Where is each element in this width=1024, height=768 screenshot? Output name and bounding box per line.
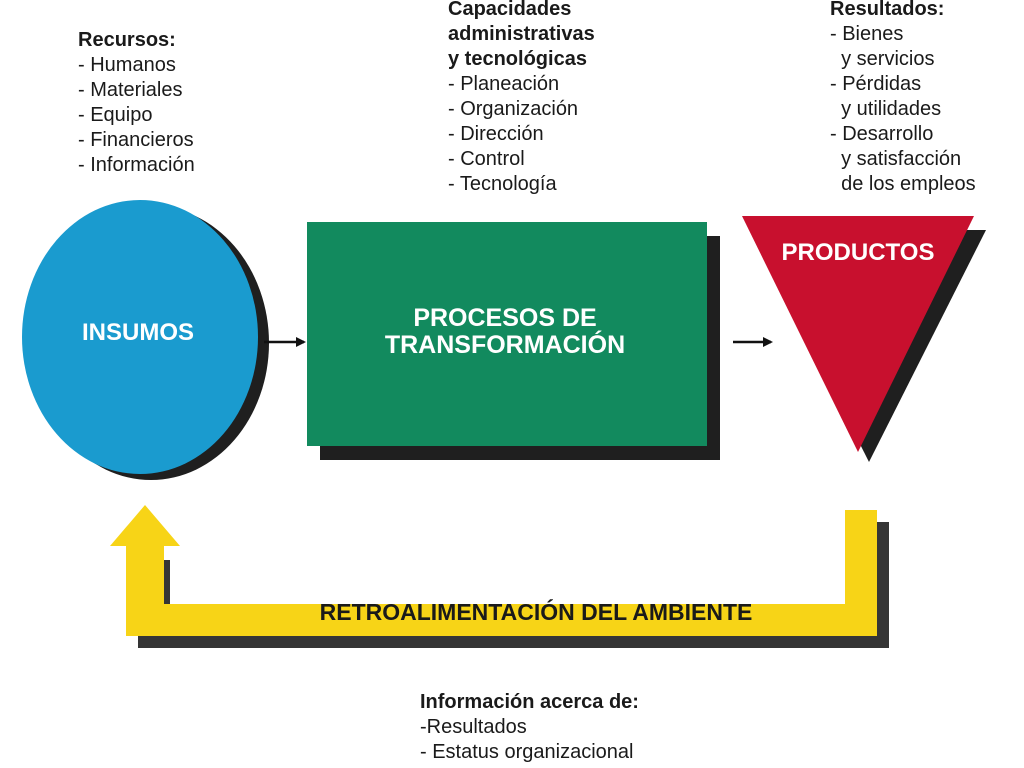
list-item: - Equipo [78, 104, 153, 126]
retroalimentacion-label: RETROALIMENTACIÓN DEL AMBIENTE [320, 598, 753, 625]
insumos-label: INSUMOS [82, 319, 194, 346]
procesos-label-line1: PROCESOS DE [413, 304, 596, 332]
list-item: - Organización [448, 98, 579, 120]
feedback-loop-arrow [110, 505, 877, 636]
list-item: - Financieros [78, 129, 194, 151]
list-item: - Dirección [448, 123, 544, 145]
list-item: - Control [448, 148, 525, 170]
list-item: - Materiales [78, 79, 183, 101]
list-item: y servicios [830, 48, 935, 70]
productos-label: PRODUCTOS [782, 239, 935, 266]
resultados-heading: Resultados: [830, 0, 945, 20]
resultados-block: Resultados: - Bienes y servicios - Pérdi… [830, 0, 976, 197]
list-item: y satisfacción [830, 148, 962, 170]
capacidades-block: Capacidades administrativas y tecnológic… [448, 0, 595, 197]
capacidades-heading-line: Capacidades [448, 0, 572, 20]
informacion-block: Información acerca de: -Resultados - Est… [420, 690, 639, 765]
capacidades-heading-line: y tecnológicas [448, 48, 587, 70]
list-item: - Tecnología [448, 173, 557, 195]
list-item: y utilidades [830, 98, 942, 120]
informacion-list: -Resultados - Estatus organizacional [420, 715, 639, 765]
insumos-circle [22, 200, 258, 474]
list-item: - Planeación [448, 73, 560, 95]
recursos-block: Recursos: - Humanos - Materiales - Equip… [78, 28, 195, 178]
list-item: - Pérdidas [830, 73, 922, 95]
recursos-list: - Humanos - Materiales - Equipo - Financ… [78, 53, 195, 178]
productos-triangle [742, 216, 974, 452]
informacion-heading: Información acerca de: [420, 691, 639, 713]
list-item: -Resultados [420, 716, 527, 738]
list-item: - Información [78, 154, 195, 176]
list-item: - Bienes [830, 23, 904, 45]
resultados-list: - Bienes y servicios - Pérdidas y utilid… [830, 22, 976, 197]
capacidades-heading-line: administrativas [448, 23, 595, 45]
procesos-label-line2: TRANSFORMACIÓN [385, 329, 625, 359]
list-item: - Estatus organizacional [420, 741, 634, 763]
recursos-heading: Recursos: [78, 29, 176, 51]
list-item: de los empleos [830, 173, 976, 195]
capacidades-list: - Planeación - Organización - Dirección … [448, 72, 595, 197]
list-item: - Humanos [78, 54, 176, 76]
list-item: - Desarrollo [830, 123, 934, 145]
procesos-box [307, 222, 707, 446]
